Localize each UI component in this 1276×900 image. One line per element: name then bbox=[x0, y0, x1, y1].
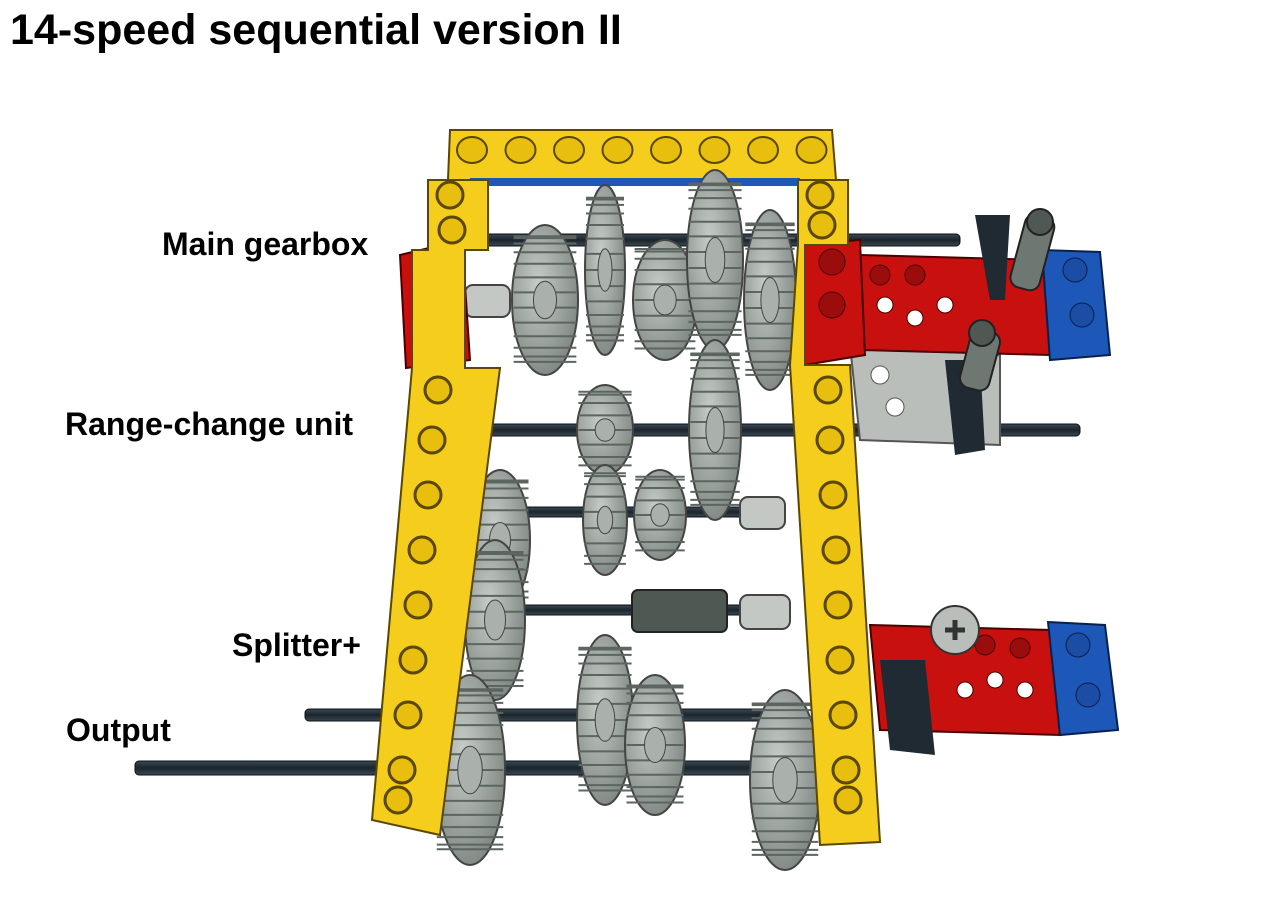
beam-hole bbox=[407, 535, 437, 565]
page-title: 14-speed sequential version II bbox=[10, 6, 622, 54]
beam-hole bbox=[825, 645, 855, 675]
gear bbox=[582, 464, 628, 576]
beam-hole bbox=[398, 645, 428, 675]
range-change-unit-label: Range-change unit bbox=[65, 406, 354, 442]
axle bbox=[304, 708, 781, 722]
beam-hole bbox=[437, 215, 467, 245]
gear bbox=[633, 469, 687, 561]
stud bbox=[747, 136, 779, 164]
beam-hole bbox=[831, 755, 861, 785]
beam-hole bbox=[393, 700, 423, 730]
beam-hole bbox=[815, 425, 845, 455]
beam-hole bbox=[828, 700, 858, 730]
gear bbox=[688, 339, 742, 521]
shift-ring bbox=[631, 589, 728, 633]
stud bbox=[650, 136, 682, 164]
stud bbox=[456, 136, 488, 164]
beam-hole bbox=[403, 590, 433, 620]
gear bbox=[584, 184, 626, 356]
stud bbox=[698, 136, 731, 164]
output-label: Output bbox=[66, 712, 171, 748]
lower-shift-bracket bbox=[868, 605, 1120, 755]
gear bbox=[576, 634, 634, 806]
splitter-label: Splitter+ bbox=[232, 627, 361, 663]
beam-hole bbox=[807, 210, 837, 240]
gear bbox=[624, 674, 686, 816]
beam-hole bbox=[823, 590, 853, 620]
gear bbox=[464, 539, 526, 701]
gear bbox=[576, 384, 634, 476]
gear bbox=[686, 169, 744, 351]
bushing bbox=[464, 284, 511, 318]
beam-hole bbox=[813, 375, 843, 405]
beam-hole bbox=[818, 480, 848, 510]
beam-hole bbox=[435, 180, 465, 210]
left-side-beam bbox=[370, 179, 502, 837]
gear bbox=[511, 224, 579, 376]
gear bbox=[743, 209, 797, 391]
gear bbox=[749, 689, 821, 871]
beam-hole bbox=[417, 425, 447, 455]
beam-hole bbox=[805, 180, 835, 210]
top-beam bbox=[446, 129, 838, 181]
main-gearbox-label: Main gearbox bbox=[162, 226, 369, 262]
stud bbox=[553, 136, 585, 164]
beam-hole bbox=[413, 480, 443, 510]
stud bbox=[504, 136, 537, 164]
top-beam-studs bbox=[456, 136, 828, 164]
beam-hole bbox=[833, 785, 863, 815]
beam-hole bbox=[821, 535, 851, 565]
bushing bbox=[739, 594, 791, 630]
right-beam-holes bbox=[805, 180, 863, 815]
beam-hole bbox=[387, 755, 417, 785]
stud bbox=[795, 136, 828, 164]
right-side-beam bbox=[788, 179, 882, 847]
gear bbox=[632, 239, 698, 361]
stud bbox=[601, 136, 634, 164]
beam-hole bbox=[383, 785, 413, 815]
back-frame bbox=[470, 178, 800, 186]
right-red-brick bbox=[798, 238, 867, 367]
left-beam-holes bbox=[383, 180, 467, 815]
beam-hole bbox=[423, 375, 453, 405]
bushing bbox=[739, 496, 786, 530]
gears bbox=[434, 169, 821, 871]
upper-shift-bracket bbox=[848, 208, 1112, 455]
